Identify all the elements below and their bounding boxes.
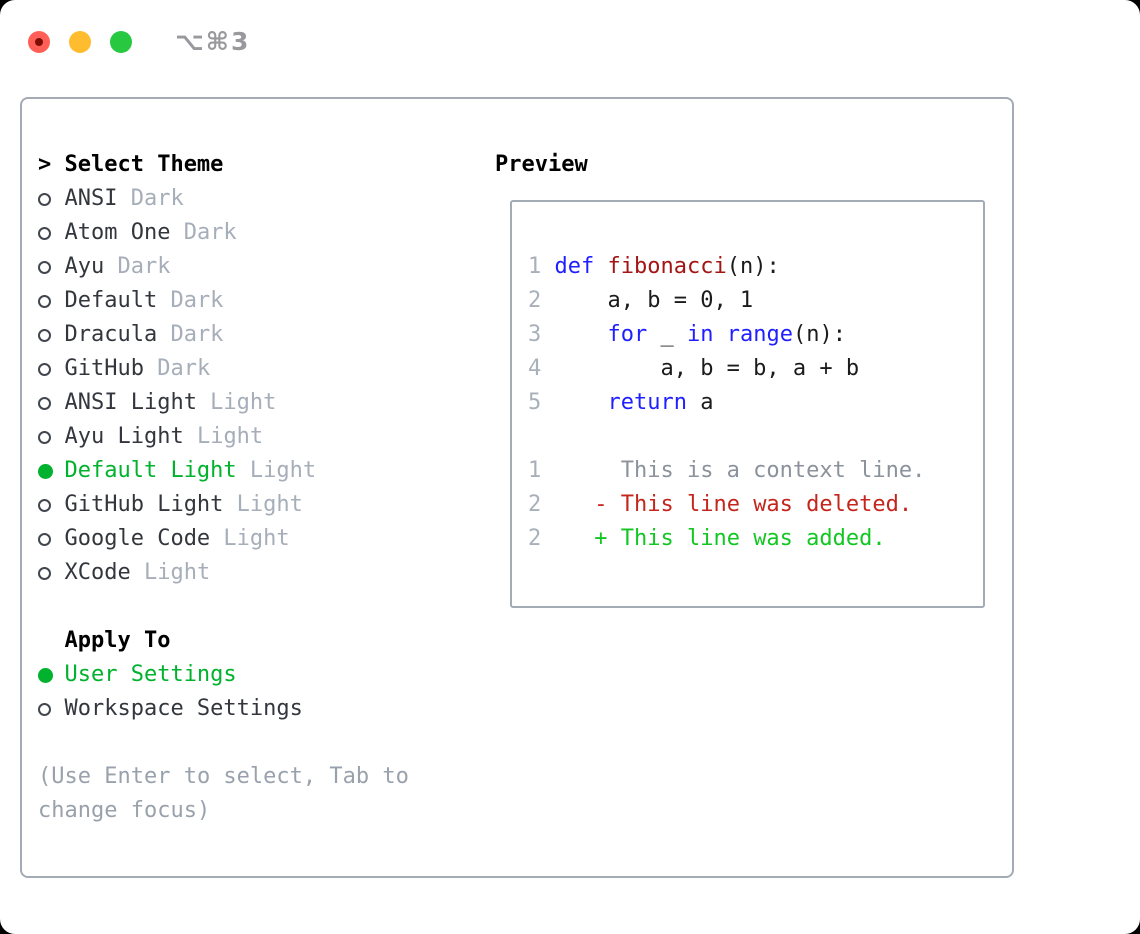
- preview-pane: 1 def fibonacci(n): 2 a, b = 0, 1 3 for _ …: [510, 200, 985, 608]
- close-button[interactable]: [28, 30, 50, 53]
- circle-outline: [38, 362, 51, 376]
- variant-tag: Light: [196, 390, 277, 415]
- radio-icon: [38, 362, 64, 376]
- variant-tag: Dark: [170, 220, 237, 245]
- filled-dot: [38, 667, 53, 683]
- theme-option-label: Google Code: [64, 526, 211, 551]
- circle-outline: [38, 294, 51, 308]
- theme-option-atom-one[interactable]: Atom One Dark: [38, 216, 409, 250]
- radio-icon: [38, 294, 64, 308]
- keyboard-shortcut-label: ⌥⌘3: [175, 27, 251, 56]
- circle-outline: [38, 192, 51, 206]
- variant-tag: Light: [183, 424, 264, 449]
- preview-code-line: 2 + This line was added.: [528, 526, 886, 551]
- selected-radio-icon: [38, 667, 64, 683]
- preview-code-line: 2 a, b = 0, 1: [528, 288, 754, 313]
- apply-to-option-workspace-settings[interactable]: Workspace Settings: [38, 692, 409, 726]
- radio-icon: [38, 192, 64, 206]
- hint-text: (Use Enter to select, Tab to change focus…: [38, 760, 409, 828]
- theme-option-label: Ayu: [64, 254, 105, 279]
- cursor-indicator: >: [38, 152, 52, 177]
- variant-tag: Dark: [143, 356, 211, 381]
- theme-option-github-light[interactable]: GitHub Light Light: [38, 488, 409, 522]
- variant-tag: Dark: [117, 186, 184, 211]
- theme-option-google-code[interactable]: Google Code Light: [38, 522, 409, 556]
- apply-to-title: Apply To: [64, 628, 171, 653]
- variant-tag: Light: [210, 526, 290, 551]
- variant-tag: Dark: [157, 322, 224, 347]
- preview-code-line: [528, 420, 983, 454]
- theme-option-label: Default: [64, 288, 158, 313]
- circle-outline: [38, 328, 51, 342]
- preview-code-line: 1 def fibonacci(n):: [528, 254, 780, 279]
- select-theme-title: Select Theme: [64, 152, 224, 177]
- theme-option-xcode[interactable]: XCode Light: [38, 556, 409, 590]
- radio-icon: [38, 532, 64, 546]
- theme-option-label: GitHub: [64, 356, 144, 381]
- apply-to-header: Apply To: [38, 624, 409, 658]
- radio-icon: [38, 260, 64, 274]
- theme-option-default[interactable]: Default Dark: [38, 284, 409, 318]
- theme-option-ansi[interactable]: ANSI Dark: [38, 182, 409, 216]
- radio-icon: [38, 328, 64, 342]
- preview-code-line: 3 for _ in range(n):: [528, 322, 846, 347]
- theme-option-label: ANSI Light: [64, 390, 197, 415]
- radio-icon: [38, 566, 64, 580]
- hint-line: change focus): [38, 798, 211, 823]
- apply-to-option-label: Workspace Settings: [64, 696, 303, 721]
- minimize-button[interactable]: [69, 30, 91, 53]
- theme-option-label: Dracula: [64, 322, 158, 347]
- theme-option-label: XCode: [64, 560, 131, 585]
- circle-outline: [38, 498, 51, 512]
- spacer: [38, 590, 409, 624]
- theme-option-label: ANSI: [64, 186, 118, 211]
- theme-option-ayu[interactable]: Ayu Dark: [38, 250, 409, 284]
- theme-option-ansi-light[interactable]: ANSI Light Light: [38, 386, 409, 420]
- variant-tag: Light: [236, 458, 317, 483]
- theme-option-label: Default Light: [64, 458, 237, 483]
- theme-option-github[interactable]: GitHub Dark: [38, 352, 409, 386]
- theme-option-label: Atom One: [64, 220, 171, 245]
- preview-title: Preview: [495, 152, 588, 177]
- filled-dot: [38, 463, 53, 479]
- circle-outline: [38, 702, 51, 716]
- theme-option-dracula[interactable]: Dracula Dark: [38, 318, 409, 352]
- zoom-button[interactable]: [110, 30, 132, 53]
- theme-option-label: Ayu Light: [64, 424, 184, 449]
- titlebar: ⌥⌘3: [28, 27, 250, 56]
- radio-icon: [38, 430, 64, 444]
- preview-code-line: 2 - This line was deleted.: [528, 492, 913, 517]
- spacer: [38, 726, 409, 760]
- radio-icon: [38, 498, 64, 512]
- radio-icon: [38, 396, 64, 410]
- variant-tag: Light: [223, 492, 303, 517]
- radio-icon: [38, 702, 64, 716]
- theme-option-default-light[interactable]: Default Light Light: [38, 454, 409, 488]
- variant-tag: Dark: [104, 254, 171, 279]
- circle-outline: [38, 396, 51, 410]
- theme-option-ayu-light[interactable]: Ayu Light Light: [38, 420, 409, 454]
- circle-outline: [38, 566, 51, 580]
- apply-to-option-user-settings[interactable]: User Settings: [38, 658, 409, 692]
- preview-code-line: 5 return a: [528, 390, 714, 415]
- radio-icon: [38, 226, 64, 240]
- preview-code-line: 4 a, b = b, a + b: [528, 356, 860, 381]
- variant-tag: Dark: [157, 288, 224, 313]
- preview-code-line: 1 This is a context line.: [528, 458, 926, 483]
- select-theme-header: > Select Theme: [38, 148, 409, 182]
- circle-outline: [38, 226, 51, 240]
- variant-tag: Light: [130, 560, 211, 585]
- theme-option-label: GitHub Light: [64, 492, 224, 517]
- selected-radio-icon: [38, 463, 64, 479]
- hint-line: (Use Enter to select, Tab to: [38, 764, 409, 789]
- circle-outline: [38, 430, 51, 444]
- apply-to-option-label: User Settings: [64, 662, 237, 687]
- circle-outline: [38, 260, 51, 274]
- circle-outline: [38, 532, 51, 546]
